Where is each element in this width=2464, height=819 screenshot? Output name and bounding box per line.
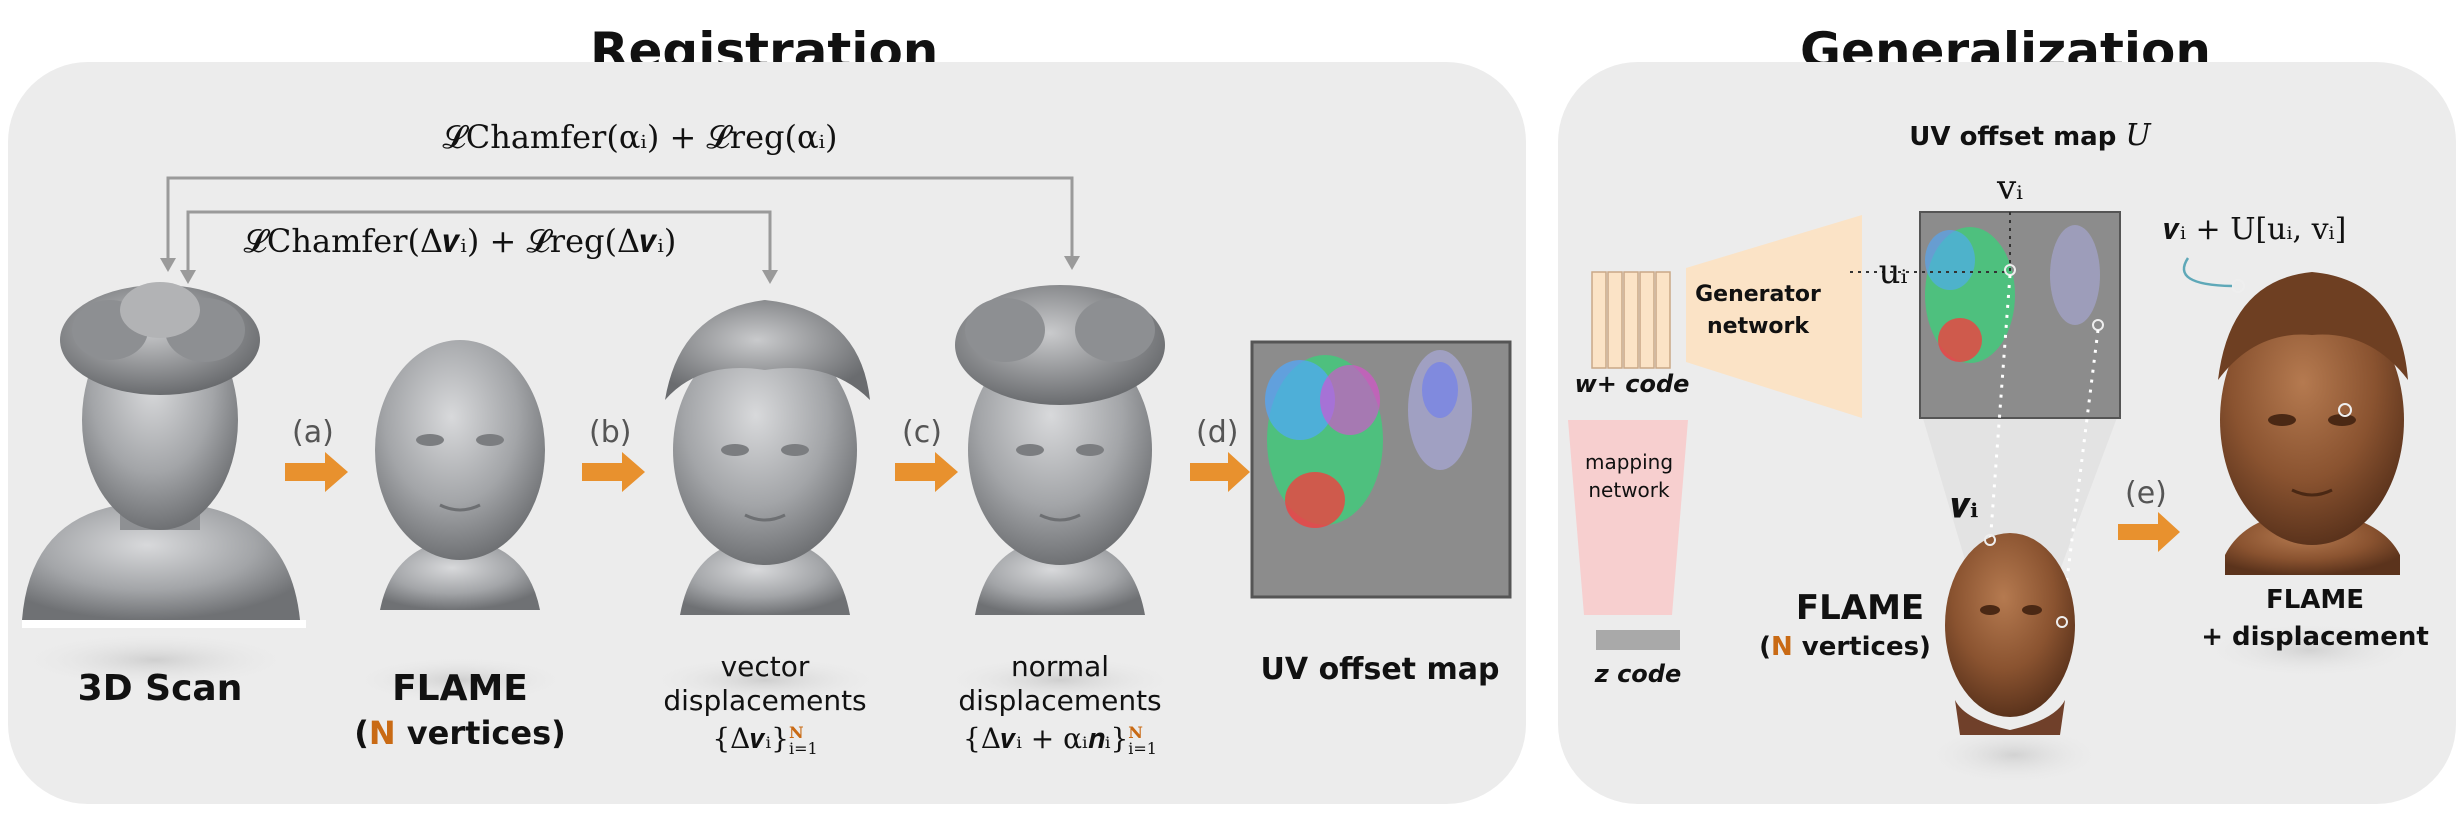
caption-3d-scan: 3D Scan [77, 668, 243, 709]
gen-u-label: uᵢ [1878, 252, 1908, 292]
caption-normal-line2: displacements [958, 684, 1162, 717]
loss-arrowhead-scan-outer [160, 258, 176, 272]
gen-uv-symbol: U [2125, 118, 2151, 153]
normal-shadow [940, 656, 1180, 704]
generator-label-line2: network [1706, 314, 1810, 339]
projection-cone [1922, 415, 2118, 570]
caption-normal-line1: normal [1010, 650, 1110, 683]
generator-network-shape [1686, 215, 1862, 418]
normal-formula-body: {Δ𝒗ᵢ + αᵢ𝒏ᵢ} [963, 722, 1129, 755]
result-label-line2: + displacement [2201, 622, 2429, 652]
z-code-bar [1596, 630, 1680, 650]
gen-flame-shadow [1924, 725, 2104, 785]
gen-vi-label: 𝒗ᵢ [1951, 486, 1979, 526]
normal-displacement-head [955, 285, 1165, 615]
gen-flame-vertices-word: vertices) [1801, 632, 1931, 662]
vector-formula-sub: i=1 [788, 738, 818, 758]
gen-uv-title: UV offset map U [1880, 118, 2180, 153]
caption-uv-offset-map: UV offset map [1260, 652, 1500, 687]
mapping-label-line1: mapping [1584, 450, 1674, 474]
caption-vector-line1: vector [720, 650, 810, 683]
scan-shadow [15, 632, 295, 688]
normal-formula-sub: i=1 [1128, 738, 1157, 758]
loss-label-outer: 𝓛Chamfer(αᵢ) + 𝓛reg(αᵢ) [442, 118, 838, 156]
caption-flame-title: FLAME [392, 668, 528, 709]
scan-head [22, 282, 306, 628]
loss-arrowhead-vector [762, 270, 778, 284]
step-label-c: (c) [902, 415, 942, 450]
loss-label-inner: 𝓛Chamfer(Δ𝒗ᵢ) + 𝓛reg(Δ𝒗ᵢ) [243, 222, 677, 260]
wplus-code-blocks [1591, 271, 1671, 369]
result-label-line1: FLAME [2265, 585, 2365, 615]
mapping-label-line2: network [1588, 478, 1670, 502]
caption-vector-line2: displacements [663, 684, 867, 717]
z-code-label: z code [1594, 660, 1682, 688]
flame-head [375, 340, 545, 610]
generator-label-line1: Generator [1695, 282, 1821, 307]
arrow-e [2118, 512, 2180, 552]
loss-arrowhead-scan-inner [180, 270, 196, 284]
arrow-a [285, 452, 348, 492]
loss-arrowhead-normal [1064, 256, 1080, 270]
caption-flame-vertices: (N vertices) [354, 714, 566, 752]
result-shadow [2200, 622, 2420, 678]
gen-flame-head [1945, 533, 2075, 735]
gen-uv-title-text: UV offset map [1909, 122, 2117, 152]
step-label-a: (a) [292, 415, 334, 450]
uv-offset-map [1250, 340, 1512, 599]
gen-flame-n-accent: N [1770, 632, 1793, 662]
step-label-e: (e) [2125, 476, 2167, 511]
vector-displacement-head [665, 300, 870, 615]
loss-bracket-inner [186, 210, 772, 280]
gen-v-label: vᵢ [1996, 168, 2024, 208]
gen-flame-vertices: (N vertices) [1759, 632, 1931, 662]
flame-n-accent: N [368, 714, 396, 752]
vector-formula-sup: N [788, 722, 804, 742]
arrow-c [895, 452, 958, 492]
step-label-d: (d) [1196, 415, 1239, 450]
gen-flame-title: FLAME [1795, 588, 1925, 628]
arrow-b [582, 452, 645, 492]
wplus-code-label: w+ code [1574, 370, 1690, 398]
vector-formula-body: {Δ𝒗ᵢ} [712, 722, 789, 755]
flame-shadow [350, 656, 570, 704]
generalization-graphics [1568, 211, 2420, 785]
vector-shadow [645, 656, 885, 704]
loss-bracket-outer [166, 176, 1074, 268]
gen-uv-map [1850, 211, 2121, 419]
flame-vertices-word: vertices) [406, 714, 566, 752]
arrow-d [1190, 452, 1250, 492]
pointer-curve [2182, 257, 2233, 288]
result-head [2218, 272, 2408, 575]
step-arrows [285, 452, 1250, 492]
registration-graphics [15, 176, 1512, 704]
normal-formula-sup: N [1128, 722, 1143, 742]
gen-vertex-formula: 𝒗ᵢ + U[uᵢ, vᵢ] [2163, 212, 2347, 247]
mapping-network-shape [1568, 420, 1688, 615]
step-label-b: (b) [589, 415, 632, 450]
